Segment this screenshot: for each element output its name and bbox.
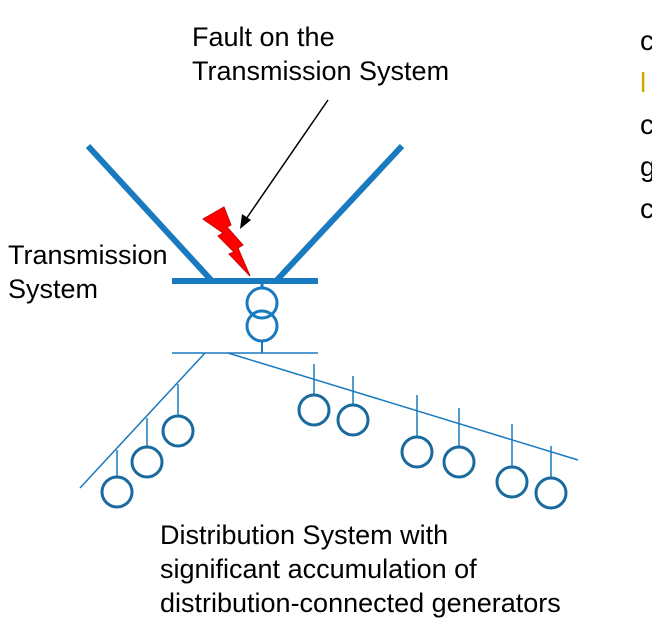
distribution-label-line-2: significant accumulation of <box>160 554 477 584</box>
transmission-line-right <box>273 143 405 284</box>
generator-icon <box>534 446 568 510</box>
edge-fragment-3: c <box>640 109 652 140</box>
transmission-label-line-1: Transmission <box>8 240 168 270</box>
generator-icon <box>336 376 370 437</box>
generator-icon <box>130 418 164 479</box>
distribution-system-label: Distribution System with significant acc… <box>160 518 561 620</box>
feeder-left <box>79 352 206 489</box>
edge-fragment-5: c <box>640 193 652 224</box>
distribution-label-line-1: Distribution System with <box>160 520 449 550</box>
fault-arrow <box>240 99 329 229</box>
fault-label-line-2: Transmission System <box>192 56 450 86</box>
distribution-label-line-3: distribution-connected generators <box>160 588 561 618</box>
edge-fragment-1: c <box>640 25 652 56</box>
fault-label-line-1: Fault on the <box>192 22 335 52</box>
generators <box>100 364 568 510</box>
generator-icon <box>495 424 529 499</box>
transmission-line-left <box>85 143 215 284</box>
generator-icon <box>100 450 134 509</box>
generator-icon <box>442 408 476 479</box>
feeder-right <box>227 352 579 461</box>
edge-fragment-2: l <box>640 67 647 98</box>
transmission-label-line-2: System <box>8 274 99 304</box>
transmission-network <box>85 143 405 284</box>
lightning-bolt-icon <box>202 206 251 277</box>
fault-label: Fault on the Transmission System <box>192 20 449 88</box>
generator-icon <box>297 364 331 427</box>
transmission-system-label: Transmission System <box>8 238 168 306</box>
distribution-network <box>79 352 579 489</box>
transformer-icon <box>245 281 279 353</box>
generator-icon <box>400 395 434 469</box>
cropped-edge-text: c l c g c <box>638 20 652 230</box>
generator-icon <box>161 384 195 448</box>
edge-fragment-4: g <box>640 151 652 182</box>
